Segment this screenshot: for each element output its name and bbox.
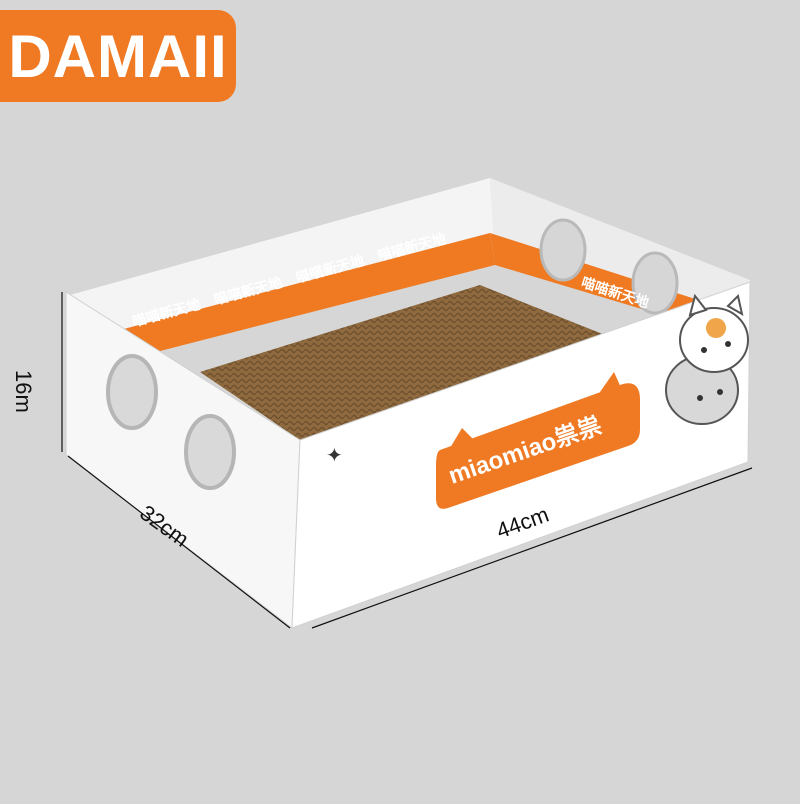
miaomiao-label [436, 383, 640, 509]
sparkle-icon: ✦ [326, 443, 343, 467]
brand-name: DAMAII [8, 22, 228, 90]
left-wall-hole [106, 354, 158, 430]
label-cat-ear [450, 428, 476, 448]
cartoon-cats-illustration [665, 293, 749, 425]
depth-dimension-line [67, 455, 291, 629]
left-wall-hole [184, 414, 236, 490]
width-dimension-line [311, 467, 753, 629]
brand-badge: DAMAII [0, 10, 236, 102]
corrugated-scratch-pad [200, 285, 605, 440]
inner-orange-band-back [120, 233, 495, 360]
height-label: 16m [11, 370, 36, 413]
wall-hole [539, 218, 587, 282]
label-cat-ear [600, 372, 622, 392]
wall-hole [631, 251, 679, 315]
